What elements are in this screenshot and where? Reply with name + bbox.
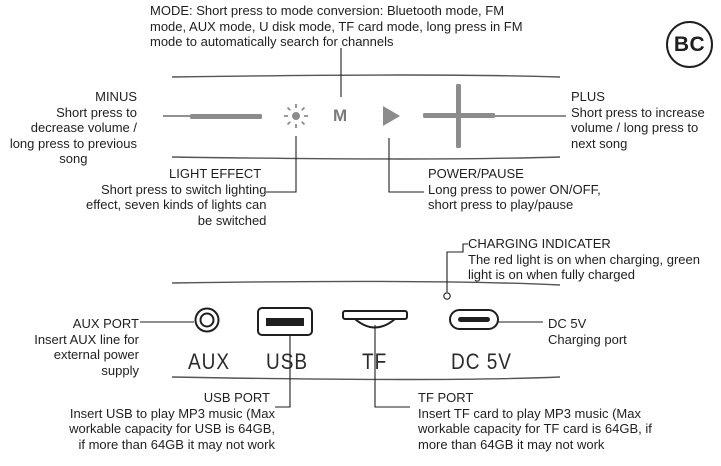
dc-5v-port-label: DC 5V — [451, 350, 512, 375]
minus-button[interactable] — [190, 114, 262, 119]
top-panel-lower-edge — [171, 156, 561, 160]
aux-port-label: AUX — [188, 350, 231, 375]
aux-line: external power — [53, 347, 139, 362]
aux-line: supply — [101, 362, 139, 378]
light-line: be switched — [197, 212, 267, 228]
top-panel-upper-edge — [171, 74, 561, 78]
plus-line: Short press to increase — [571, 104, 705, 120]
charging-callout: CHARGING INDICATER The red light is on w… — [468, 236, 700, 283]
tf-leader-line — [374, 325, 410, 408]
power-pause-callout: POWER/PAUSE Long press to power ON/OFF, … — [428, 166, 601, 213]
mode-button-letter: M — [333, 106, 348, 125]
aux-line: Insert AUX line for — [34, 331, 139, 347]
light-line: Short press to switch lighting — [100, 181, 267, 197]
dc-line: Charging port — [548, 331, 627, 347]
mode-text: MODE: Short press to mode conversion: Bl… — [150, 3, 523, 49]
mode-description: MODE: Short press to mode conversion: Bl… — [150, 3, 540, 50]
tf-line: more than 64GB it may not work — [418, 436, 605, 452]
charging-indicator-light — [443, 292, 451, 300]
light-effect-callout: LIGHT EFFECT Short press to switch light… — [86, 166, 266, 228]
bottom-panel-lower-edge — [171, 376, 561, 381]
charging-title: CHARGING INDICATER — [468, 236, 611, 251]
light-title: LIGHT EFFECT — [169, 166, 262, 181]
minus-line: long press to previous — [9, 135, 137, 151]
plus-line: next song — [571, 135, 628, 151]
power-leader-line — [388, 138, 424, 193]
dc-title: DC 5V — [548, 316, 587, 331]
mode-button[interactable]: M — [333, 106, 347, 126]
tf-port-label: TF — [362, 350, 388, 375]
minus-line: song — [59, 151, 88, 166]
usb-line: Insert USB to play MP3 music (Max — [69, 405, 275, 421]
usb-port[interactable] — [257, 307, 313, 336]
minus-title: MINUS — [95, 89, 137, 104]
charging-line: The red light is on when charging, green — [468, 251, 700, 267]
tf-title: TF PORT — [418, 390, 474, 405]
plus-title: PLUS — [571, 89, 605, 104]
aux-jack[interactable] — [194, 307, 220, 333]
light-effect-icon[interactable] — [284, 104, 308, 128]
aux-port-callout: AUX PORT Insert AUX line for external po… — [34, 316, 139, 378]
usb-line: if more than 64GB it may not work — [78, 436, 275, 452]
usb-title: USB PORT — [203, 390, 270, 405]
plus-callout: PLUS Short press to increase volume / lo… — [571, 89, 705, 151]
tf-port-callout: TF PORT Insert TF card to play MP3 music… — [418, 390, 652, 452]
power-line: short press to play/pause — [428, 197, 574, 212]
minus-line: Short press to — [56, 104, 137, 120]
usb-port-callout: USB PORT Insert USB to play MP3 music (M… — [69, 390, 275, 452]
power-title: POWER/PAUSE — [428, 166, 524, 181]
light-line: effect, seven kinds of lights can — [86, 197, 267, 212]
minus-line: decrease volume / — [30, 120, 137, 135]
aux-title: AUX PORT — [72, 316, 139, 331]
charging-line: light is on when fully charged — [468, 267, 635, 282]
charging-leader-line — [446, 243, 468, 292]
bottom-panel-upper-edge — [171, 280, 561, 286]
usb-line: workable capacity for USB is 64GB, — [69, 421, 275, 436]
tf-line: workable capacity for TF card is 64GB, i… — [418, 421, 652, 436]
power-pause-button[interactable] — [383, 106, 400, 126]
usb-port-label: USB — [266, 350, 309, 375]
light-leader-line — [266, 136, 297, 193]
dc-5v-callout: DC 5V Charging port — [548, 316, 627, 347]
plus-button[interactable] — [423, 84, 495, 148]
tf-line: Insert TF card to play MP3 music (Max — [418, 405, 641, 421]
usb-leader-line — [275, 335, 291, 408]
power-line: Long press to power ON/OFF, — [428, 181, 601, 197]
plus-line: volume / long press to — [571, 120, 699, 135]
dc-5v-port[interactable] — [449, 309, 499, 330]
bc-badge: BC — [666, 21, 713, 68]
minus-callout: MINUS Short press to decrease volume / l… — [10, 89, 137, 167]
